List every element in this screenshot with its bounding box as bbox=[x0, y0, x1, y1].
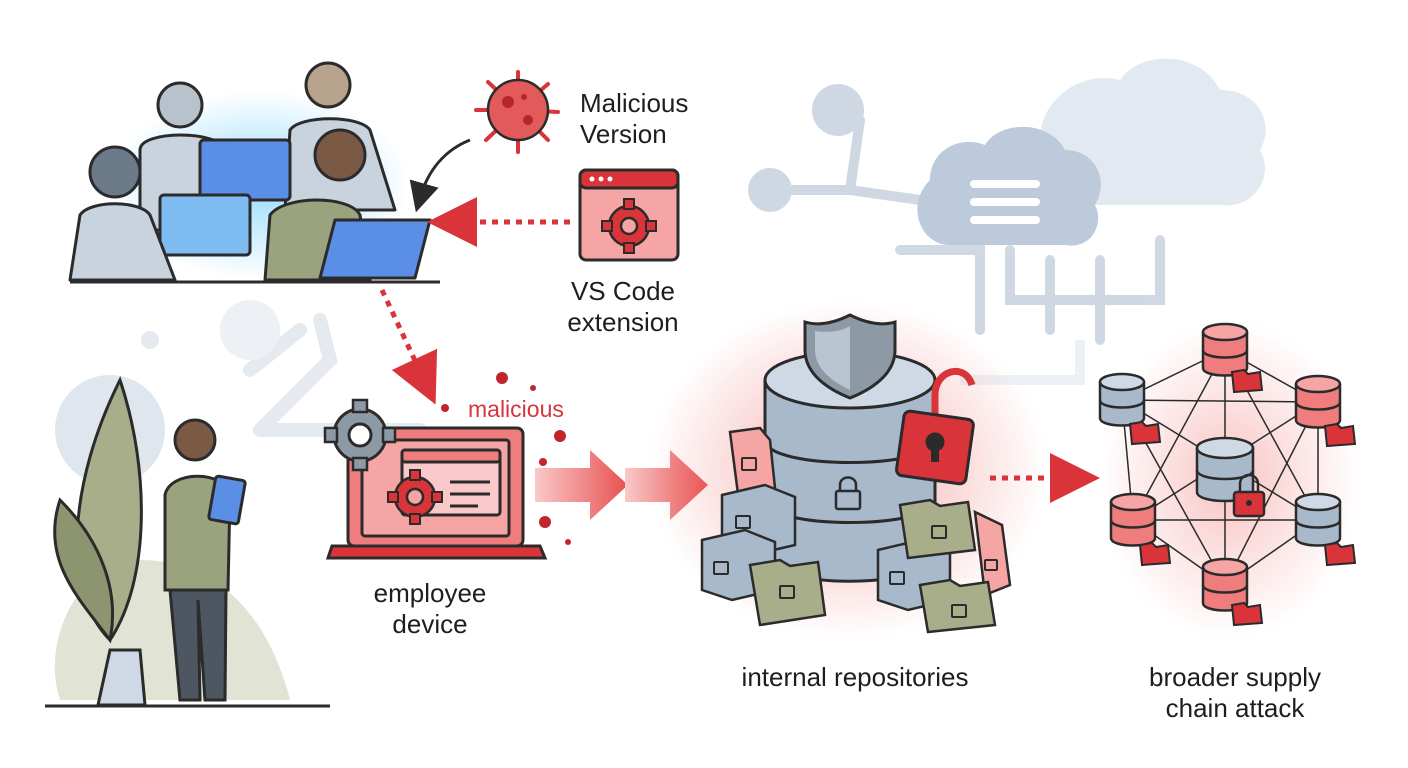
folder-icon bbox=[1128, 368, 1357, 627]
supply-chain-line-1: broader supply bbox=[1149, 662, 1321, 692]
employee-with-tablet bbox=[45, 375, 330, 708]
malicious-version-line-2: Version bbox=[580, 119, 667, 149]
supply-chain-line-2: chain attack bbox=[1165, 693, 1305, 723]
vscode-extension-label: VS Code extension bbox=[548, 276, 698, 338]
employee-device-label: employee device bbox=[340, 578, 520, 640]
team-to-device-arrow bbox=[379, 288, 438, 405]
employee-device-line-2: device bbox=[392, 609, 468, 639]
tablet-icon bbox=[207, 474, 247, 526]
open-padlock-icon bbox=[895, 367, 976, 486]
shield-icon bbox=[803, 313, 897, 400]
gear-icon bbox=[387, 469, 443, 525]
infection-arrow bbox=[409, 138, 471, 213]
malware-particles bbox=[441, 372, 571, 545]
malicious-version-line-1: Malicious bbox=[580, 88, 689, 118]
background-network bbox=[141, 84, 1165, 437]
padlock-icon bbox=[713, 457, 998, 618]
gear-icon bbox=[601, 198, 657, 254]
team-at-computers bbox=[68, 61, 440, 284]
padlock-icon bbox=[1232, 473, 1266, 518]
gear-icon bbox=[323, 398, 397, 472]
internal-repositories-label: internal repositories bbox=[741, 662, 969, 692]
employee-device-line-1: employee bbox=[373, 578, 487, 608]
padlock-icon bbox=[834, 476, 862, 511]
database-icon bbox=[1098, 322, 1342, 612]
file-icon bbox=[728, 426, 1012, 597]
vscode-extension-line-2: extension bbox=[567, 307, 679, 337]
malicious-label: malicious bbox=[468, 396, 564, 422]
virus-icon bbox=[474, 70, 560, 154]
laptop-icon bbox=[325, 426, 548, 560]
vscode-extension-line-1: VS Code bbox=[570, 276, 676, 306]
malicious-version-label: Malicious Version bbox=[580, 88, 688, 150]
plant-icon bbox=[53, 376, 147, 707]
folder-icon bbox=[748, 498, 997, 634]
cloud-icon bbox=[917, 58, 1266, 246]
supply-chain-attack-label: broader supply chain attack bbox=[1100, 662, 1370, 724]
